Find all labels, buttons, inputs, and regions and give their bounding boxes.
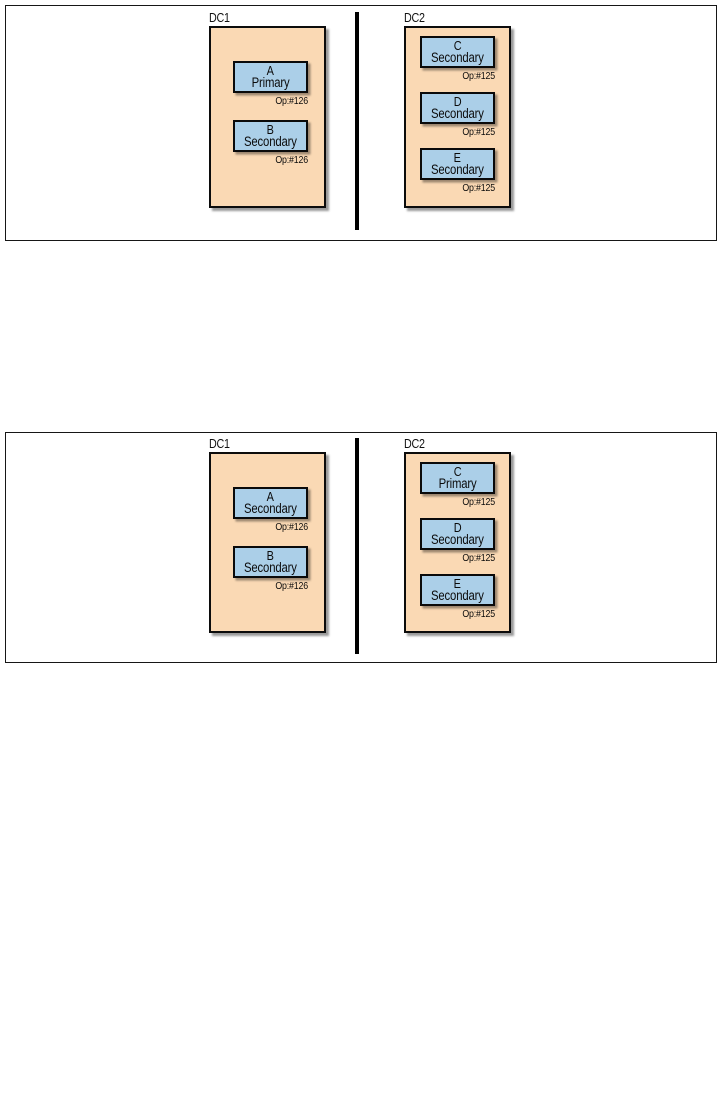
datacenter-label: DC2 (404, 11, 425, 25)
node-box[interactable]: B Secondary (233, 120, 308, 152)
node-op-label: Op:#125 (462, 70, 495, 82)
node-box[interactable]: E Secondary (420, 148, 495, 180)
datacenter-box: A Primary Op:#126 B Secondary Op:#126 (209, 26, 326, 208)
datacenter-label: DC1 (209, 11, 230, 25)
datacenter-divider-1 (355, 12, 359, 230)
node-box[interactable]: C Secondary (420, 36, 495, 68)
node-op-label: Op:#125 (462, 608, 495, 620)
node-b: B Secondary Op:#126 (233, 120, 308, 166)
node-op-label: Op:#126 (275, 521, 308, 533)
node-name: B (266, 121, 275, 137)
node-a: A Primary Op:#126 (233, 61, 308, 107)
datacenter-group-dc1: DC1 A Primary Op:#126 B Secondary Op:#12… (209, 12, 326, 208)
node-c: C Primary Op:#125 (420, 462, 495, 508)
node-b: B Secondary Op:#126 (233, 546, 308, 592)
node-name: A (266, 488, 275, 504)
node-box[interactable]: A Primary (233, 61, 308, 93)
node-box[interactable]: E Secondary (420, 574, 495, 606)
figure-frame-2: DC1 A Secondary Op:#126 B Secondary Op:#… (5, 432, 717, 663)
node-role: Secondary (244, 134, 297, 150)
node-role: Secondary (431, 50, 484, 66)
datacenter-divider-2 (355, 438, 359, 654)
node-a: A Secondary Op:#126 (233, 487, 308, 533)
datacenter-box: C Secondary Op:#125 D Secondary Op:#125 … (404, 26, 511, 208)
node-role: Secondary (431, 162, 484, 178)
node-name: C (453, 463, 462, 479)
datacenter-box: A Secondary Op:#126 B Secondary Op:#126 (209, 452, 326, 633)
node-d: D Secondary Op:#125 (420, 92, 495, 138)
node-op-label: Op:#125 (462, 126, 495, 138)
node-role: Secondary (431, 588, 484, 604)
node-name: E (453, 575, 462, 591)
datacenter-label: DC1 (209, 437, 230, 451)
node-name: B (266, 547, 275, 563)
datacenter-group-dc2: DC2 C Secondary Op:#125 D Secondary Op:#… (404, 12, 511, 208)
node-role: Secondary (431, 106, 484, 122)
node-op-label: Op:#125 (462, 552, 495, 564)
figure-1-content: DC1 A Primary Op:#126 B Secondary Op:#12… (6, 6, 716, 240)
node-name: A (266, 62, 275, 78)
node-c: C Secondary Op:#125 (420, 36, 495, 82)
node-role: Secondary (244, 501, 297, 517)
figure-frame-1: DC1 A Primary Op:#126 B Secondary Op:#12… (5, 5, 717, 241)
node-op-label: Op:#125 (462, 496, 495, 508)
node-e: E Secondary Op:#125 (420, 148, 495, 194)
node-op-label: Op:#125 (462, 182, 495, 194)
node-role: Secondary (244, 560, 297, 576)
node-box[interactable]: A Secondary (233, 487, 308, 519)
node-box[interactable]: B Secondary (233, 546, 308, 578)
node-name: D (453, 519, 462, 535)
node-role: Primary (438, 476, 477, 492)
datacenter-group-dc1: DC1 A Secondary Op:#126 B Secondary Op:#… (209, 438, 326, 633)
node-op-label: Op:#126 (275, 580, 308, 592)
node-d: D Secondary Op:#125 (420, 518, 495, 564)
node-box[interactable]: D Secondary (420, 518, 495, 550)
datacenter-box: C Primary Op:#125 D Secondary Op:#125 E (404, 452, 511, 633)
node-op-label: Op:#126 (275, 95, 308, 107)
node-box[interactable]: C Primary (420, 462, 495, 494)
node-name: C (453, 37, 462, 53)
node-name: E (453, 149, 462, 165)
node-e: E Secondary Op:#125 (420, 574, 495, 620)
datacenter-group-dc2: DC2 C Primary Op:#125 D Secondary Op:#12… (404, 438, 511, 633)
figure-2-content: DC1 A Secondary Op:#126 B Secondary Op:#… (6, 433, 716, 662)
node-box[interactable]: D Secondary (420, 92, 495, 124)
node-role: Secondary (431, 532, 484, 548)
node-role: Primary (251, 75, 290, 91)
node-name: D (453, 93, 462, 109)
node-op-label: Op:#126 (275, 154, 308, 166)
datacenter-label: DC2 (404, 437, 425, 451)
